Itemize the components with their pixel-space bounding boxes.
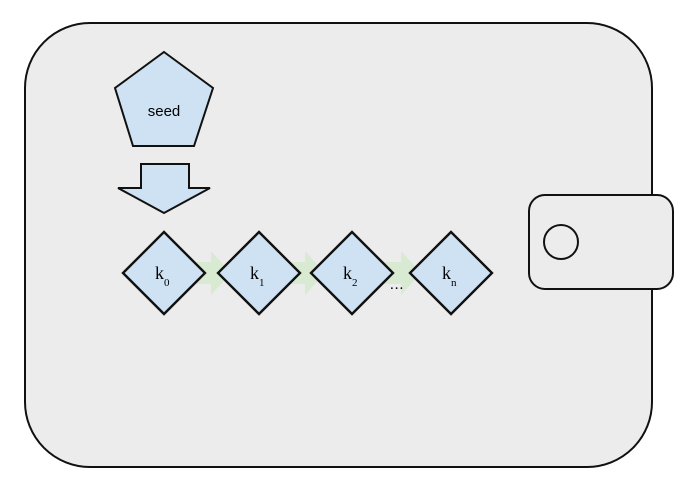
key-subscript: 2 (352, 277, 358, 289)
clasp-button-icon (543, 224, 579, 260)
key-subscript: 0 (164, 277, 170, 289)
key-subscript: 1 (259, 277, 265, 289)
key-base: k (442, 263, 451, 283)
key-subscript: n (451, 277, 457, 289)
key-node: k0 (121, 230, 207, 316)
wallet-flap (528, 194, 674, 290)
seed-pentagon-icon (113, 50, 215, 147)
seed-label: seed (148, 103, 181, 120)
key-node: k1 (216, 230, 302, 316)
key-label: k1 (250, 263, 265, 289)
wallet-flap-icon (528, 194, 674, 290)
key-base: k (155, 263, 164, 283)
derive-arrow-icon (286, 251, 325, 295)
key-label: k0 (155, 263, 170, 289)
down-arrow-icon (117, 163, 211, 215)
key-node: kn (408, 230, 494, 316)
key-diamond-icon (216, 230, 302, 316)
key-diamond-icon (408, 230, 494, 316)
key-chain: k0 k1 k2 kn ... (121, 230, 494, 316)
key-label: k2 (343, 263, 358, 289)
key-label: kn (442, 263, 457, 289)
key-base: k (250, 263, 259, 283)
seed-node: seed (113, 50, 215, 147)
derive-arrow-icon (192, 251, 231, 295)
key-node: k2 (309, 230, 395, 316)
derive-arrow-icon (382, 251, 421, 295)
key-diamond-icon (309, 230, 395, 316)
ellipsis-label: ... (390, 277, 404, 293)
key-diamond-icon (121, 230, 207, 316)
key-base: k (343, 263, 352, 283)
